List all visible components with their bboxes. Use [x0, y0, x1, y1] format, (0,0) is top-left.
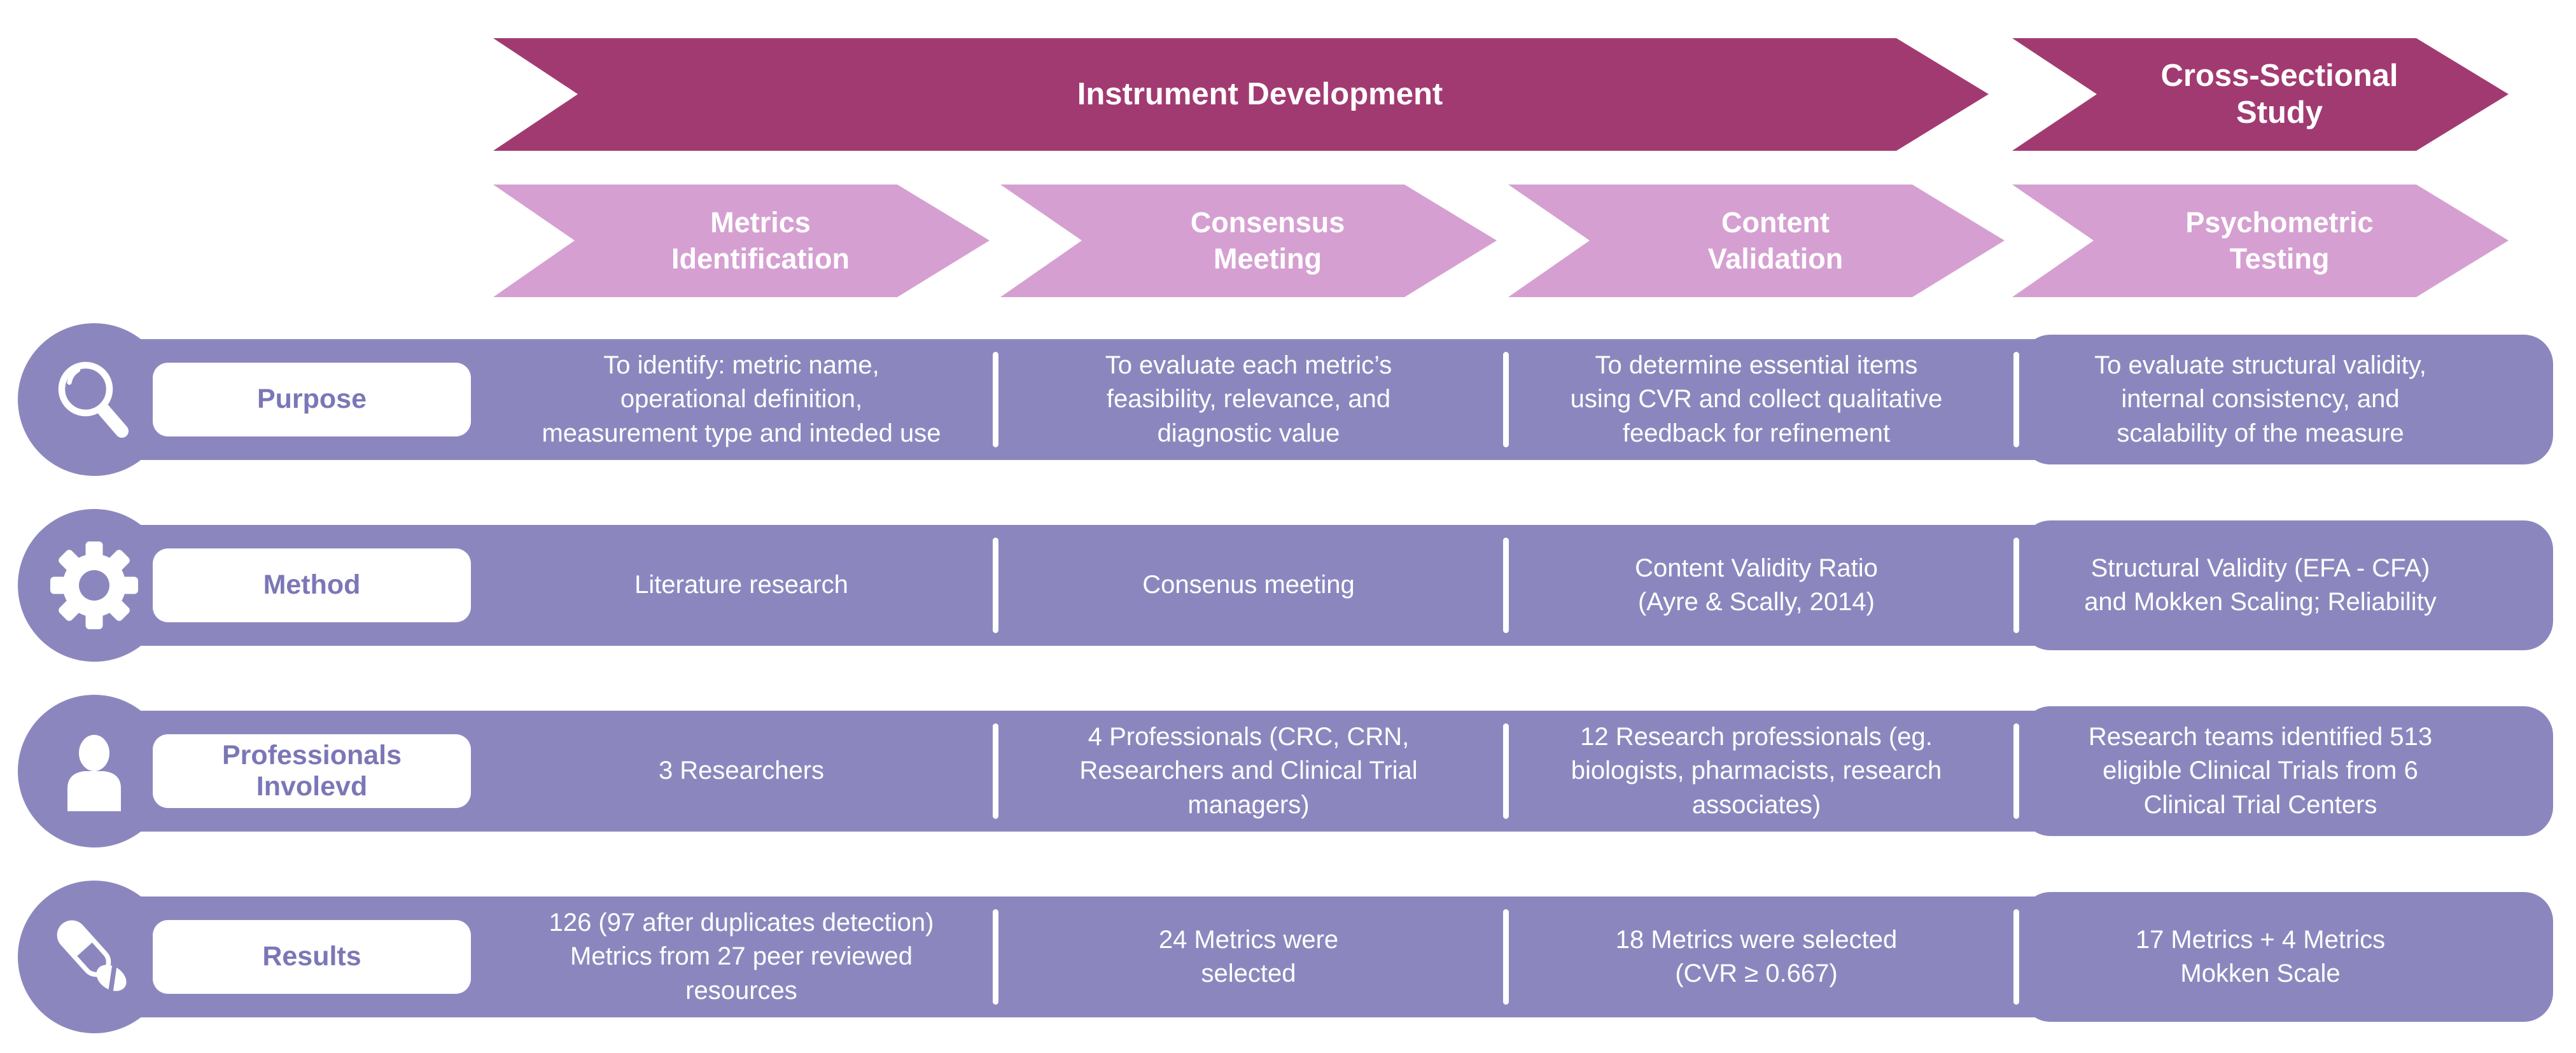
cell-results-consensus-meeting: 24 Metrics were selected [1158, 925, 1339, 987]
magnifier-icon [58, 361, 129, 438]
column-divider [993, 723, 998, 819]
stage-arrow-content-validation: Content Validation [1508, 185, 2005, 297]
column-divider [1503, 909, 1509, 1005]
column-divider [2013, 538, 2019, 633]
row-label-text: Results [262, 941, 361, 972]
stage-arrow-label: Metrics Identification [671, 206, 850, 275]
cell-professionals-consensus-meeting: 4 Professionals (CRC, CRN, Researchers a… [1079, 723, 1418, 819]
stage-arrow-psychometric-testing: Psychometric Testing [2012, 185, 2509, 297]
phase-arrow-label: Cross-Sectional Study [2160, 58, 2398, 130]
person-icon [67, 735, 121, 811]
stage-arrow-consensus-meeting: Consensus Meeting [1000, 185, 1497, 297]
column-divider [993, 538, 998, 633]
row-icon-circle-professionals [18, 695, 171, 847]
stage-arrow-label: Psychometric Testing [2185, 206, 2374, 275]
row-method-col4-panel [2021, 520, 2553, 650]
row-label-method: Method [153, 548, 471, 622]
stage-arrow-label: Content Validation [1707, 206, 1844, 275]
row-label-text: Method [263, 569, 361, 601]
row-label-results: Results [153, 920, 471, 994]
row-icon-circle-purpose [18, 323, 171, 476]
cell-method-consensus-meeting: Consenus meeting [1142, 571, 1355, 599]
phase-arrow-cross-sectional-study: Cross-Sectional Study [2012, 38, 2509, 151]
cell-method-metrics-identification: Literature research [634, 571, 848, 599]
column-divider [2013, 909, 2019, 1005]
column-divider [2013, 352, 2019, 447]
stage-arrow-label: Consensus Meeting [1190, 206, 1345, 275]
column-divider [2013, 723, 2019, 819]
column-divider [1503, 538, 1509, 633]
cell-professionals-metrics-identification: 3 Researchers [658, 757, 825, 785]
cell-professionals-content-validation: 12 Research professionals (eg. biologist… [1571, 723, 1942, 819]
row-results-col4-panel [2021, 892, 2553, 1022]
cell-professionals-psychometric-testing: Research teams identified 513 eligible C… [2088, 723, 2433, 819]
cell-results-content-validation: 18 Metrics were selected (CVR ≥ 0.667) [1615, 925, 1898, 987]
cell-results-metrics-identification: 126 (97 after duplicates detection) Metr… [549, 909, 934, 1005]
cell-purpose-psychometric-testing: To evaluate structural validity, interna… [2094, 351, 2426, 447]
row-label-purpose: Purpose [153, 363, 471, 436]
cell-purpose-metrics-identification: To identify: metric name, operational de… [542, 351, 941, 447]
cell-method-content-validation: Content Validity Ratio (Ayre & Scally, 2… [1635, 554, 1878, 616]
cell-method-psychometric-testing: Structural Validity (EFA - CFA) and Mokk… [2084, 554, 2437, 616]
cell-results-psychometric-testing: 17 Metrics + 4 Metrics Mokken Scale [2135, 925, 2386, 987]
row-label-professionals: Professionals Involevd [153, 734, 471, 808]
column-divider [993, 909, 998, 1005]
row-label-text: Professionals Involevd [222, 739, 402, 802]
row-purpose-col4-panel [2021, 335, 2553, 464]
row-icon-circle-method [18, 509, 171, 662]
cell-purpose-consensus-meeting: To evaluate each metric’s feasibility, r… [1105, 351, 1392, 447]
column-divider [1503, 352, 1509, 447]
phase-arrow-label: Instrument Development [1077, 76, 1443, 111]
row-icon-circle-results [18, 881, 171, 1033]
column-divider [993, 352, 998, 447]
cell-purpose-content-validation: To determine essential items using CVR a… [1570, 351, 1943, 447]
row-professionals-col4-panel [2021, 706, 2553, 836]
gear-icon [50, 541, 138, 629]
column-divider [1503, 723, 1509, 819]
stage-arrow-metrics-identification: Metrics Identification [493, 185, 990, 297]
pills-icon [57, 920, 127, 992]
row-label-text: Purpose [256, 384, 367, 415]
phase-arrow-instrument-development: Instrument Development [493, 38, 1989, 151]
